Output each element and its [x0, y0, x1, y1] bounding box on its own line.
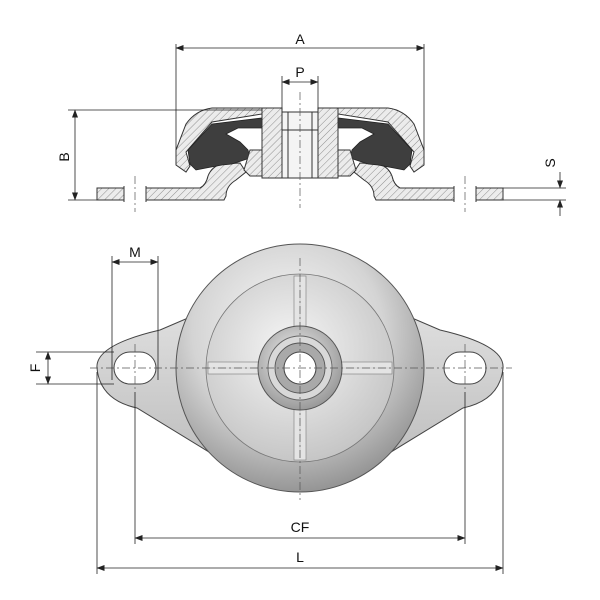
dim-label-a: A: [295, 31, 305, 47]
dim-label-m: M: [129, 244, 141, 260]
bushing-left-wall: [261, 107, 283, 179]
bushing-right-wall: [317, 107, 339, 179]
dim-label-cf: CF: [291, 519, 310, 535]
plan-dimensions: M F CF L: [27, 244, 504, 574]
plan-view: [90, 243, 512, 500]
dim-label-p: P: [295, 64, 304, 80]
section-dimensions: A P B S: [56, 31, 566, 216]
dim-label-b: B: [56, 152, 72, 161]
base-plate-section: [96, 162, 247, 201]
section-view: [96, 92, 504, 212]
dim-label-s: S: [542, 158, 558, 167]
outer-cap-section: [175, 107, 263, 173]
dim-label-l: L: [296, 549, 304, 565]
base-plate-section-right: [353, 162, 504, 201]
outer-cap-section-right: [337, 107, 425, 173]
dim-label-f: F: [27, 364, 43, 373]
